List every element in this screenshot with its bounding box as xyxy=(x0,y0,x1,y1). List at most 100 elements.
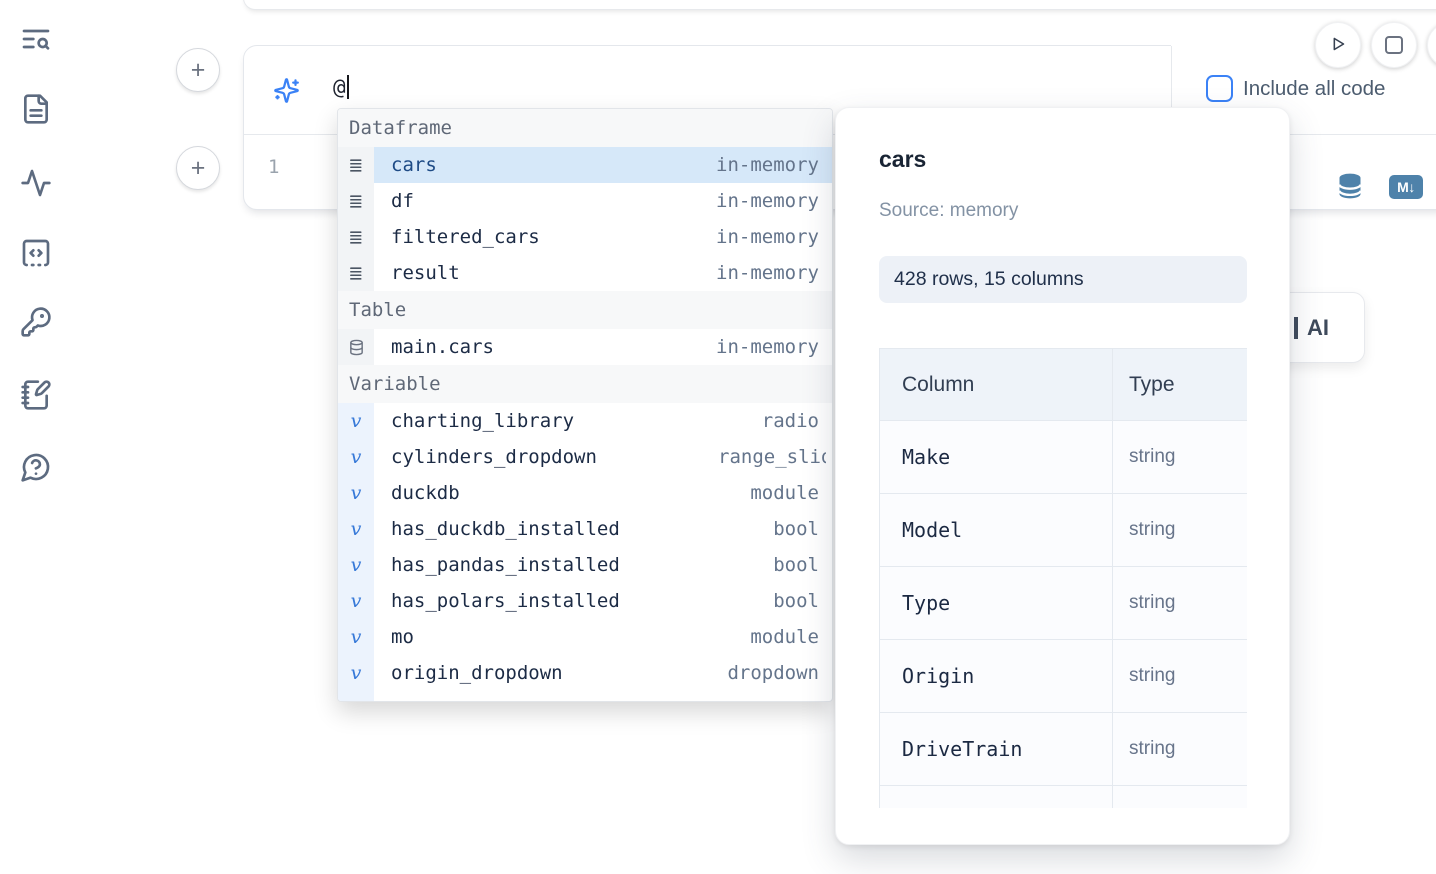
completion-item-cars[interactable]: cars in-memory xyxy=(338,147,832,183)
column-name-cell: DriveTrain xyxy=(879,712,1113,786)
completion-item-name: result xyxy=(391,262,460,284)
database-sources-icon[interactable] xyxy=(1336,172,1364,202)
completion-item-detail: radio xyxy=(761,410,819,432)
completion-section-header: Variable xyxy=(338,365,832,403)
table-row: Model string xyxy=(879,493,1247,567)
completion-item-detail: bool xyxy=(773,554,819,576)
completion-item-name: charting_library xyxy=(391,410,575,432)
preview-title: cars xyxy=(879,146,927,172)
preview-source: Source: memory xyxy=(879,200,1019,221)
completion-item-has-polars-installed[interactable]: v has_polars_installed bool xyxy=(338,583,832,619)
variable-icon: v xyxy=(338,511,374,547)
run-cell-button[interactable] xyxy=(1315,22,1361,68)
ai-sparkles-icon xyxy=(273,77,300,104)
code-snippets-icon[interactable] xyxy=(20,237,52,269)
completion-item-detail: in-memory xyxy=(716,154,819,176)
variable-icon: v xyxy=(338,619,374,655)
type-header: Type xyxy=(1112,348,1247,421)
completion-item-detail: in-memory xyxy=(716,336,819,358)
completion-item-has-pandas-installed[interactable]: v has_pandas_installed bool xyxy=(338,547,832,583)
variable-icon: v xyxy=(338,583,374,619)
completion-item-name: pd xyxy=(391,698,414,701)
completion-item-name: duckdb xyxy=(391,482,460,504)
table-row-partial xyxy=(879,785,1247,808)
table-row: Make string xyxy=(879,420,1247,494)
more-actions-button[interactable] xyxy=(1427,22,1436,68)
column-name-cell xyxy=(879,785,1113,808)
completion-item-detail: in-memory xyxy=(716,262,819,284)
toc-search-icon[interactable] xyxy=(20,23,52,55)
play-icon xyxy=(1327,33,1349,58)
previous-cell-edge xyxy=(243,0,1436,10)
table-row: Type string xyxy=(879,566,1247,640)
markdown-icon[interactable]: M↓ xyxy=(1389,175,1423,199)
column-types-table: Column Type Make string Model string Typ… xyxy=(879,348,1247,808)
preview-shape-badge: 428 rows, 15 columns xyxy=(879,256,1247,303)
completion-item-cylinders-dropdown[interactable]: v cylinders_dropdown range_slider xyxy=(338,439,832,475)
table-row: Origin string xyxy=(879,639,1247,713)
table-row: DriveTrain string xyxy=(879,712,1247,786)
include-all-code-label: Include all code xyxy=(1243,77,1386,100)
add-cell-above-button[interactable]: + xyxy=(176,48,220,92)
variable-icon: v xyxy=(338,691,374,701)
completion-item-detail: bool xyxy=(773,590,819,612)
dataframe-preview-panel: cars Source: memory 428 rows, 15 columns… xyxy=(835,107,1290,845)
keymap-key-icon[interactable] xyxy=(20,306,52,338)
file-document-icon[interactable] xyxy=(20,93,52,125)
column-name-cell: Origin xyxy=(879,639,1113,713)
column-type-cell xyxy=(1112,785,1247,808)
clipped-letter-stem xyxy=(1294,316,1298,339)
variable-icon: v xyxy=(338,547,374,583)
completion-item-name: has_duckdb_installed xyxy=(391,518,620,540)
completion-item-detail: module xyxy=(750,698,832,701)
activity-icon[interactable] xyxy=(20,167,52,199)
column-name-cell: Type xyxy=(879,566,1113,640)
completion-item-name: cars xyxy=(391,154,437,176)
column-name-cell: Make xyxy=(879,420,1113,494)
completion-item-name: main.cars xyxy=(391,336,494,358)
completion-item-name: has_pandas_installed xyxy=(391,554,620,576)
prompt-value: @ xyxy=(333,75,346,99)
completion-item-df[interactable]: df in-memory xyxy=(338,183,832,219)
completion-item-detail: range_slider xyxy=(718,446,826,468)
stop-cell-button[interactable] xyxy=(1371,22,1417,68)
completion-item-name: cylinders_dropdown xyxy=(391,446,597,468)
ai-button-label: AI xyxy=(1307,314,1329,340)
card-top-mask xyxy=(1171,45,1436,47)
column-type-cell: string xyxy=(1112,712,1247,786)
completion-item-result[interactable]: result in-memory xyxy=(338,255,832,291)
completion-section-header: Table xyxy=(338,291,832,329)
column-types-table-container: Column Type Make string Model string Typ… xyxy=(879,348,1247,808)
completion-item-name: has_polars_installed xyxy=(391,590,620,612)
scratchpad-notebook-icon[interactable] xyxy=(20,379,52,411)
dataframe-icon xyxy=(338,183,374,219)
text-caret xyxy=(346,75,349,99)
completion-item-detail: module xyxy=(750,482,819,504)
ai-prompt-input[interactable]: @ xyxy=(333,75,349,99)
include-all-code-checkbox[interactable] xyxy=(1206,75,1233,102)
line-number: 1 xyxy=(268,156,280,178)
completion-item-detail: bool xyxy=(773,518,819,540)
completion-item-has-duckdb-installed[interactable]: v has_duckdb_installed bool xyxy=(338,511,832,547)
variable-icon: v xyxy=(338,439,374,475)
completion-item-detail: in-memory xyxy=(716,190,819,212)
variable-icon: v xyxy=(338,655,374,691)
completion-item-main-cars[interactable]: main.cars in-memory xyxy=(338,329,832,365)
column-type-cell: string xyxy=(1112,639,1247,713)
add-cell-below-button[interactable]: + xyxy=(176,146,220,190)
dataframe-icon xyxy=(338,147,374,183)
completion-item-duckdb[interactable]: v duckdb module xyxy=(338,475,832,511)
help-chat-icon[interactable] xyxy=(20,451,52,483)
variable-icon: v xyxy=(338,475,374,511)
column-header: Column xyxy=(879,348,1113,421)
completion-item-name: df xyxy=(391,190,414,212)
column-type-cell: string xyxy=(1112,420,1247,494)
completion-item-detail: dropdown xyxy=(727,662,819,684)
dataframe-icon xyxy=(338,255,374,291)
completion-item-partial[interactable]: v pd module xyxy=(338,691,832,701)
